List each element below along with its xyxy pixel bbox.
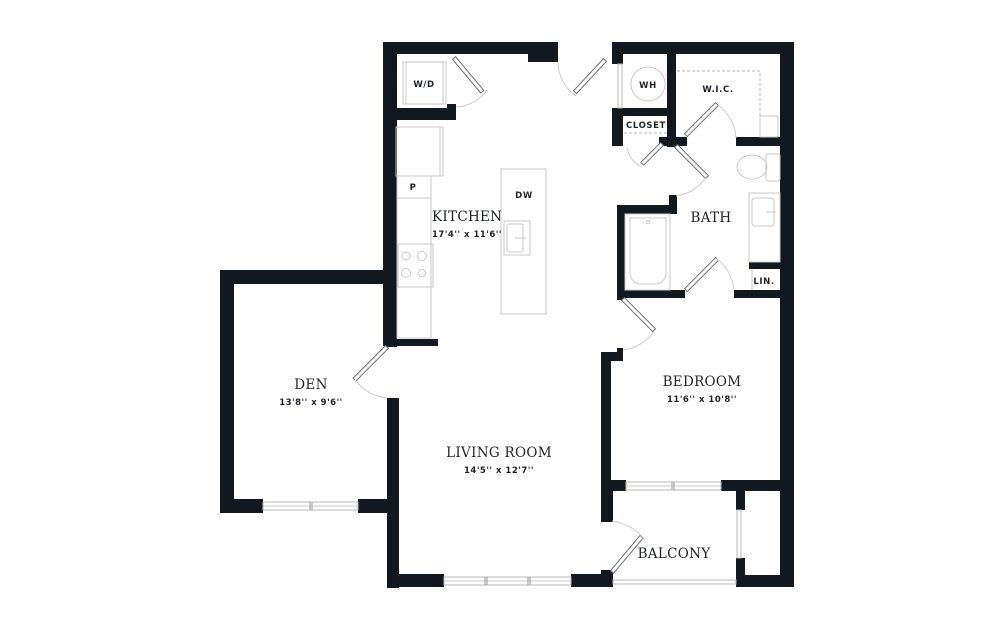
kitchen-sink-icon: [503, 220, 531, 256]
balcony-name: BALCONY: [638, 546, 712, 562]
den-name: DEN: [294, 377, 327, 393]
living-room-window: [443, 576, 572, 586]
wh-window: [617, 63, 623, 109]
stove-icon: [397, 243, 434, 288]
kitchen-island: [500, 168, 547, 315]
wic-door: [683, 101, 737, 139]
doors: [352, 56, 737, 574]
entry-door: [557, 57, 608, 97]
den-door: [352, 344, 390, 399]
laundry-door: [451, 56, 488, 108]
walk-in-closet-label: W.I.C.: [702, 85, 733, 95]
refrigerator: [395, 126, 441, 177]
living-room-name: LIVING ROOM: [446, 445, 552, 461]
kitchen-name: KITCHEN: [432, 209, 502, 225]
balcony-door: [609, 520, 646, 574]
washer-dryer-label: W/D: [413, 80, 434, 90]
linen-door: [683, 256, 735, 293]
toilet-icon: [736, 153, 781, 182]
bath-door: [673, 143, 710, 197]
bedroom-window: [625, 481, 722, 491]
room-labels: KITCHEN 17'4'' x 11'6'' DEN 13'8'' x 9'6…: [279, 209, 741, 562]
balcony-railing: [612, 509, 742, 585]
bathroom-sink-icon: [748, 192, 781, 263]
den-dimensions: 13'8'' x 9'6'': [279, 398, 343, 408]
den-window: [262, 501, 359, 511]
living-room-dimensions: 14'5'' x 12'7'': [464, 466, 534, 476]
washer-dryer-unit: [402, 61, 447, 105]
windows: [262, 63, 742, 586]
water-heater-label: WH: [639, 81, 657, 91]
closet-label: CLOSET: [626, 121, 666, 131]
dishwasher-label: DW: [515, 191, 533, 201]
bedroom-dimensions: 11'6'' x 10'8'': [667, 395, 737, 405]
pantry-label: P: [410, 183, 417, 193]
kitchen-counter: [396, 197, 432, 339]
linen-label: LIN.: [753, 277, 774, 287]
bath-name: BATH: [691, 210, 732, 226]
bathtub-icon: [624, 213, 671, 291]
walls: [220, 42, 794, 588]
bedroom-name: BEDROOM: [663, 374, 742, 390]
fixtures: [395, 61, 781, 339]
kitchen-dimensions: 17'4'' x 11'6'': [432, 230, 502, 240]
bedroom-door: [620, 296, 657, 351]
closet-door: [626, 141, 665, 167]
water-heater-icon: [630, 66, 666, 102]
fixture-labels: W/D WH CLOSET W.I.C. LIN. P DW: [410, 80, 774, 287]
